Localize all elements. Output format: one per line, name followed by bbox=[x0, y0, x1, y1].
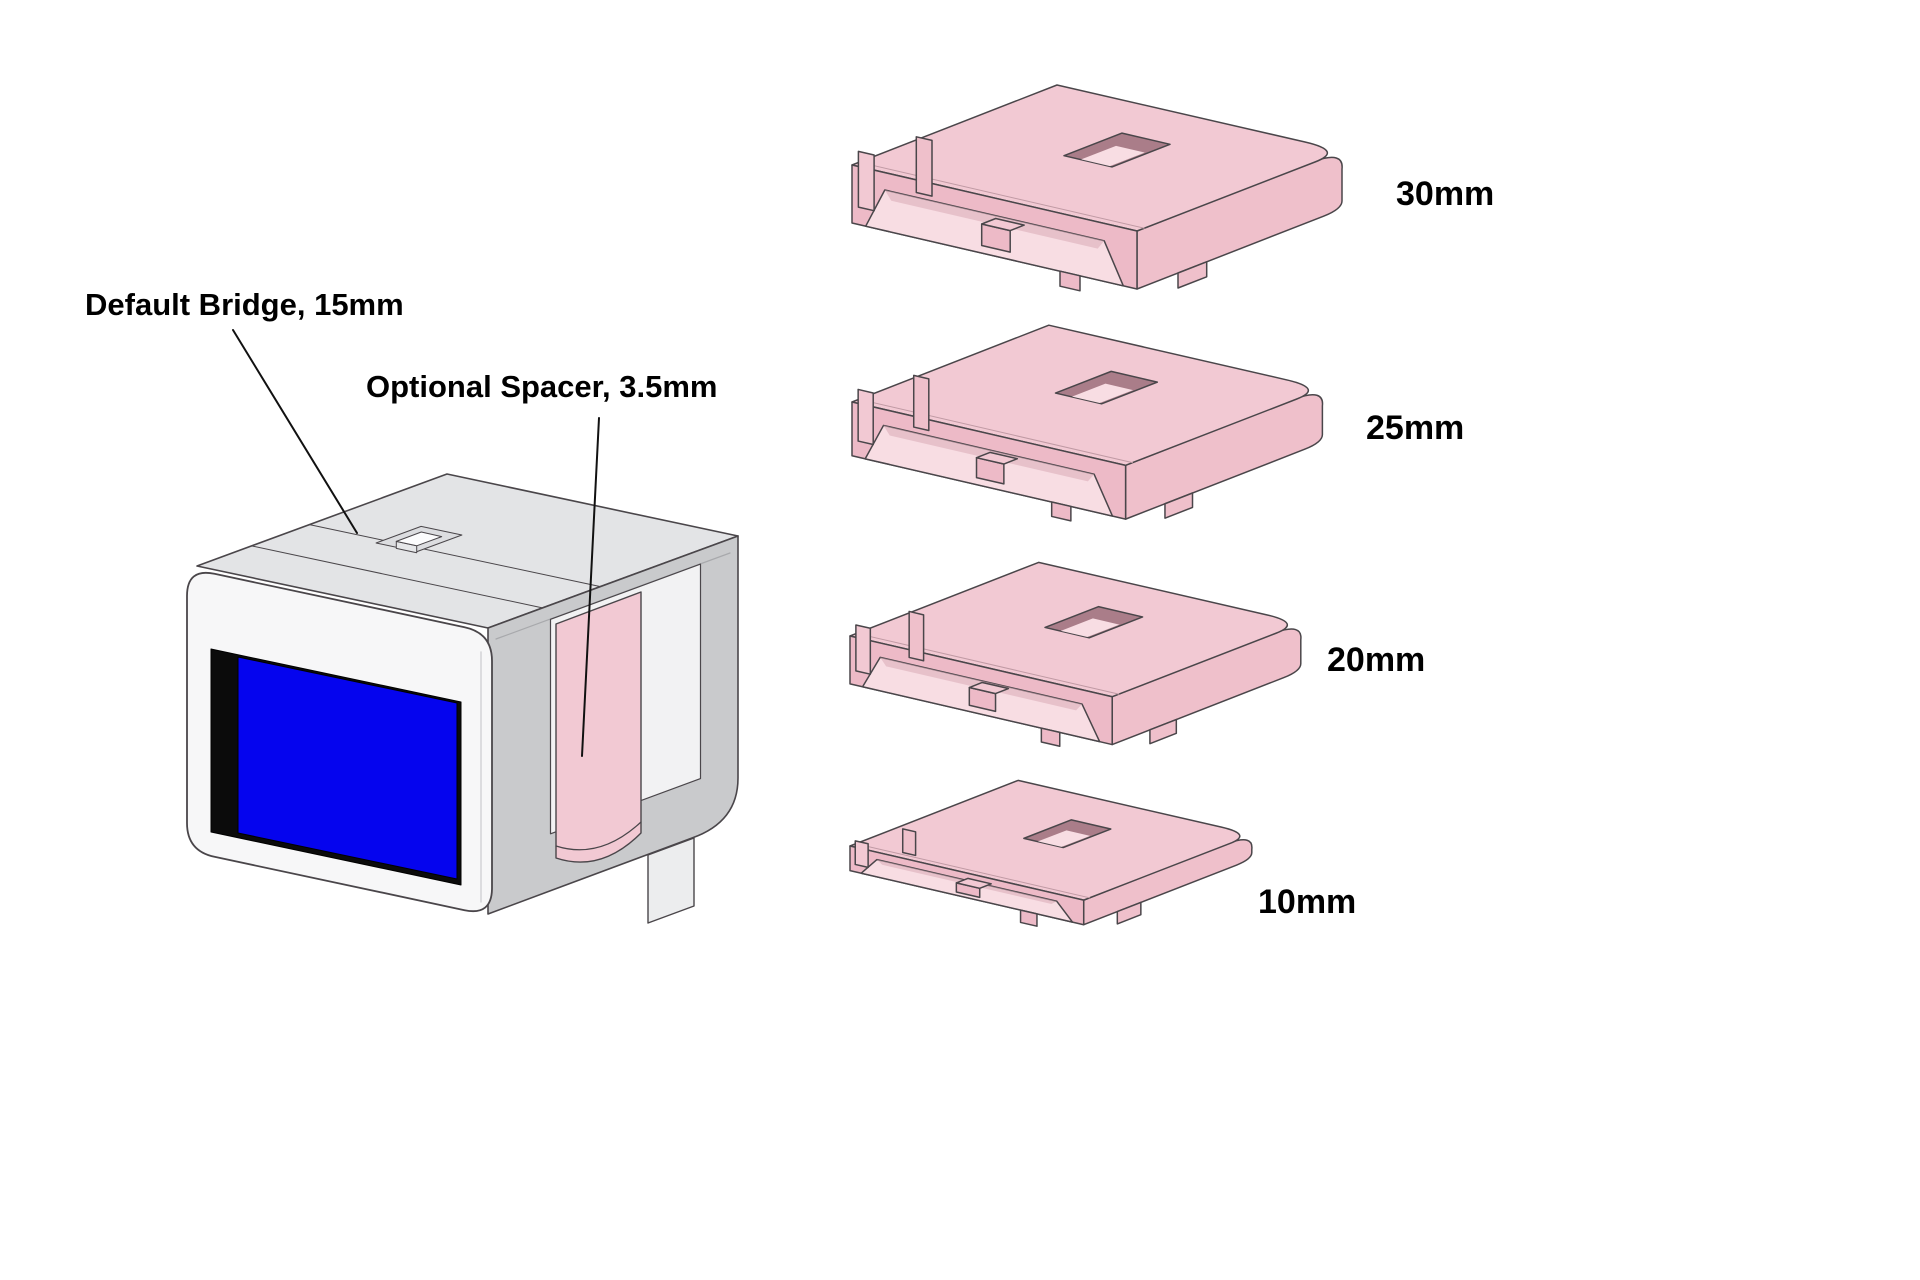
size-label-10mm: 10mm bbox=[1258, 883, 1357, 921]
screen bbox=[237, 656, 458, 880]
bracket-chamfer-line bbox=[856, 844, 1090, 898]
spacer-model-20mm bbox=[850, 562, 1301, 746]
bracket-chamfer-line bbox=[857, 633, 1119, 694]
bracket-hook bbox=[858, 389, 873, 444]
size-label-20mm: 20mm bbox=[1327, 641, 1426, 679]
bracket-hook bbox=[858, 151, 874, 210]
spacer-model-10mm bbox=[850, 780, 1252, 926]
bracket-clip-top bbox=[969, 682, 1008, 693]
support-leg bbox=[647, 837, 695, 924]
size-label-30mm: 30mm bbox=[1396, 175, 1495, 213]
spacer-label: Optional Spacer, 3.5mm bbox=[366, 369, 718, 404]
bridge-leader-line bbox=[232, 329, 358, 534]
bracket-foot-front bbox=[1052, 502, 1071, 521]
bridge-device-model bbox=[186, 473, 739, 924]
spacer-leader-line bbox=[581, 417, 600, 757]
bracket-hook bbox=[914, 375, 929, 430]
bracket-top-hole-floor bbox=[1060, 618, 1120, 638]
size-label-25mm: 25mm bbox=[1366, 409, 1465, 447]
spacer-bottom-edge bbox=[555, 821, 642, 851]
bracket-foot-front bbox=[1041, 728, 1059, 746]
bracket-hook bbox=[856, 625, 870, 674]
bracket-end-face bbox=[1112, 629, 1301, 745]
bracket-hook bbox=[903, 829, 916, 856]
bracket-hook bbox=[855, 841, 868, 868]
bracket-chamfer-line bbox=[859, 399, 1133, 462]
bracket-top-hole-floor bbox=[1072, 383, 1134, 404]
bracket-foot-side bbox=[1165, 493, 1193, 518]
bracket-clip-top bbox=[956, 878, 991, 888]
bracket-foot-front bbox=[1060, 271, 1080, 291]
bracket-foot-side bbox=[1150, 720, 1176, 744]
bracket-top-hole-floor bbox=[1081, 145, 1145, 167]
bracket-foot-front bbox=[1021, 910, 1037, 926]
bracket-clip-top bbox=[977, 452, 1018, 464]
bridge-label: Default Bridge, 15mm bbox=[85, 287, 404, 322]
bracket-end-face bbox=[1084, 840, 1252, 925]
bracket-hook bbox=[909, 611, 923, 660]
bracket-top-hole-floor bbox=[1037, 830, 1091, 847]
bracket-clip-top bbox=[982, 219, 1024, 231]
device-top-panel-line-1 bbox=[251, 545, 544, 609]
bracket-hook bbox=[916, 137, 932, 196]
bracket-end-face bbox=[1137, 157, 1342, 289]
bracket-foot-side bbox=[1178, 262, 1207, 288]
leader-lines bbox=[232, 329, 600, 757]
bracket-foot-side bbox=[1117, 902, 1141, 923]
button-top bbox=[395, 531, 443, 547]
bracket-end-face bbox=[1126, 395, 1323, 519]
spacer-size-variants bbox=[850, 85, 1342, 926]
spacer-in-place bbox=[555, 591, 642, 863]
bracket-chamfer-line bbox=[859, 162, 1144, 228]
device-top-panel-line-2 bbox=[309, 524, 601, 588]
spacer-model-30mm bbox=[852, 85, 1342, 291]
spacer-model-25mm bbox=[852, 325, 1323, 521]
